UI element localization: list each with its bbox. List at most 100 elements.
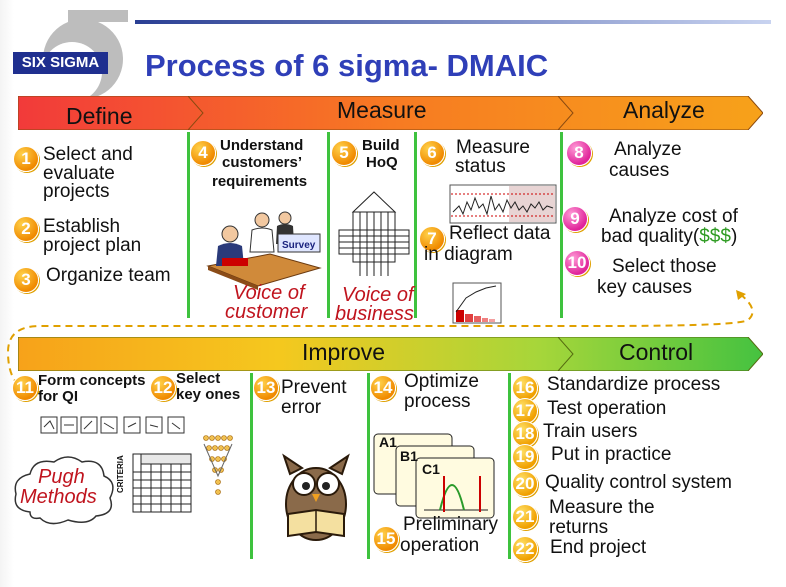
step-number-badge: 9	[562, 206, 588, 232]
column-divider	[250, 373, 253, 559]
survey-label: Survey	[282, 240, 316, 251]
step-text: Test operation	[547, 398, 667, 419]
phase-improve: Improve	[302, 339, 386, 365]
step-text: process	[404, 391, 471, 412]
step-text-part: bad quality(	[601, 226, 700, 247]
step-number-badge: 4	[190, 140, 216, 166]
phase-control: Control	[619, 339, 694, 365]
step-number-badge: 22	[512, 536, 538, 562]
card-label-b1: B1	[400, 448, 418, 464]
step-text: Quality control system	[545, 472, 732, 493]
process-optimization-cards	[373, 433, 495, 519]
card-label-a1: A1	[379, 434, 397, 450]
phase-analyze: Analyze	[623, 97, 705, 123]
six-sigma-logo-text: SIX SIGMA	[13, 52, 108, 74]
step-text: Form concepts	[38, 372, 146, 389]
step-text: End project	[550, 537, 647, 558]
step-text: customers’	[222, 154, 303, 171]
step-number-badge: 1	[13, 146, 39, 172]
criteria-label: CRITERIA	[116, 455, 125, 493]
step-text: Preliminary	[403, 514, 499, 535]
dashed-loop-connector	[6, 290, 754, 393]
step-number-badge: 10	[564, 250, 590, 276]
step-text: Prevent	[281, 377, 347, 398]
step-number-badge: 6	[419, 140, 445, 166]
step-text: projects	[43, 181, 110, 202]
customer-survey-illustration	[206, 211, 322, 290]
card-label-c1: C1	[422, 461, 440, 477]
step-number-badge: 8	[566, 140, 592, 166]
step-text: causes	[609, 160, 670, 181]
step-number-badge: 18	[512, 421, 538, 447]
step-text: Optimize	[404, 371, 479, 392]
pugh-matrix-icon	[132, 453, 192, 513]
run-chart-icon	[449, 184, 557, 224]
step-text: Standardize process	[547, 374, 721, 395]
header-rule	[135, 20, 771, 24]
step-text: Build	[362, 137, 400, 154]
step-text: operation	[400, 535, 480, 556]
house-of-quality-icon	[338, 191, 410, 276]
step-number-badge: 20	[512, 471, 538, 497]
step-text: in diagram	[424, 244, 513, 265]
step-text: key ones	[176, 386, 241, 403]
step-text: Analyze	[614, 139, 682, 160]
step-number-badge: 14	[370, 375, 396, 401]
phase-measure: Measure	[337, 97, 427, 123]
concept-sketches-icon	[40, 416, 185, 434]
phase-define: Define	[66, 103, 133, 129]
column-divider	[327, 132, 330, 318]
column-divider	[560, 132, 563, 318]
column-divider	[367, 373, 370, 559]
step-number-badge: 15	[373, 526, 399, 552]
voice-of-business-label: business	[335, 303, 414, 325]
step-text: Select those	[612, 256, 717, 277]
step-number-badge: 3	[13, 267, 39, 293]
page-title: Process of 6 sigma- DMAIC	[145, 48, 549, 83]
step-text: Measure the	[549, 497, 655, 518]
step-text: Select and	[43, 144, 133, 165]
voice-of-customer-label: customer	[225, 301, 308, 323]
step-text: Reflect data	[449, 223, 551, 244]
pugh-methods-label: Pugh	[38, 466, 85, 488]
step-text: requirements	[212, 173, 308, 190]
step-text: Measure	[456, 137, 530, 158]
column-divider	[508, 373, 511, 559]
step-text: Understand	[220, 137, 304, 154]
step-text: Establish	[43, 216, 121, 237]
pugh-methods-label: Methods	[20, 486, 97, 508]
step-number-badge: 16	[512, 375, 538, 401]
step-text: Organize team	[46, 265, 171, 286]
column-divider	[187, 132, 190, 318]
pareto-chart-icon	[452, 282, 502, 324]
step-text: key causes	[597, 277, 693, 298]
step-number-badge: 13	[253, 375, 279, 401]
step-number-badge: 5	[331, 140, 357, 166]
step-number-badge: 17	[512, 398, 538, 424]
step-number-badge: 7	[419, 226, 445, 252]
step-text-part: )	[730, 226, 738, 247]
step-number-badge: 2	[13, 216, 39, 242]
selection-funnel-icon	[203, 435, 233, 495]
reading-owl-icon	[282, 453, 350, 541]
step-text: project plan	[43, 235, 142, 256]
step-number-badge: 21	[512, 504, 538, 530]
step-number-badge: 19	[512, 444, 538, 470]
dmaic-bottom-arrow	[18, 337, 763, 371]
step-text: HoQ	[366, 154, 398, 171]
step-number-badge: 12	[150, 375, 176, 401]
step-text: for QI	[38, 388, 78, 405]
step-text: Train users	[543, 421, 638, 442]
step-text: Select	[176, 370, 221, 387]
step-number-badge: 11	[12, 375, 38, 401]
step-text: Put in practice	[551, 444, 672, 465]
dmaic-top-arrow	[18, 96, 763, 130]
step-text: evaluate	[43, 163, 115, 184]
voice-of-business-label: Voice of	[342, 284, 414, 306]
step-text: bad quality($$$)	[601, 227, 737, 246]
column-divider	[414, 132, 417, 318]
step-text: Analyze cost of	[609, 206, 738, 227]
step-text: returns	[549, 517, 609, 538]
pugh-cloud-shape	[14, 456, 114, 525]
voice-of-customer-label: Voice of	[233, 282, 305, 304]
